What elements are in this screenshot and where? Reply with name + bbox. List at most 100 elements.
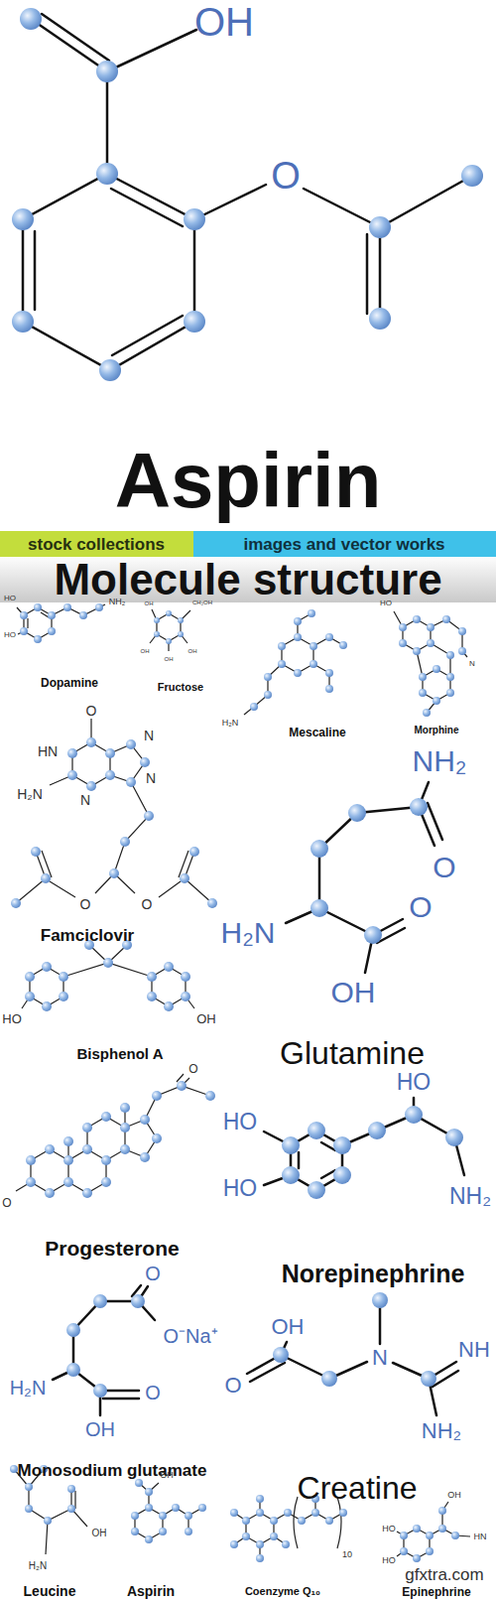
banner	[0, 556, 496, 603]
atom-label: OH	[447, 1489, 462, 1499]
atom-ball	[230, 1507, 239, 1516]
atom-ball	[281, 1165, 300, 1184]
molecule-name: Dopamine	[40, 676, 99, 689]
atom-ball	[109, 868, 120, 878]
atom-ball	[309, 641, 318, 650]
atom-label: HO	[223, 1110, 258, 1133]
atom-ball	[93, 1293, 108, 1308]
small-molecules	[234, 1497, 344, 1558]
atom-ball	[144, 1534, 153, 1543]
atom-ball	[120, 1143, 130, 1154]
atom-ball	[418, 672, 427, 681]
molecule-name: Bisphenol A	[77, 1045, 164, 1061]
atom-ball	[399, 1530, 408, 1539]
atom-label: HO	[3, 594, 16, 603]
atom-ball	[11, 208, 34, 231]
atom-ball	[105, 747, 116, 758]
large-molecules	[280, 1354, 429, 1378]
atom-ball	[255, 1553, 264, 1562]
atom-ball	[19, 626, 28, 635]
large-molecules	[290, 1114, 455, 1190]
atom-ball	[163, 1000, 174, 1011]
small-molecules	[30, 1085, 211, 1193]
small-molecules	[402, 619, 463, 713]
large-molecules	[52, 781, 465, 1415]
atom-ball	[446, 688, 455, 697]
atom-label: OH	[144, 600, 154, 607]
aspirin-large	[11, 7, 484, 381]
atom-label: O	[224, 1373, 242, 1396]
atom-ball	[120, 836, 130, 847]
atom-ball	[101, 1154, 112, 1165]
atom-ball	[41, 961, 52, 972]
atom-ball	[58, 971, 69, 982]
atom-ball	[369, 307, 391, 330]
atom-ball	[86, 737, 97, 747]
atom-ball	[67, 1503, 76, 1512]
small-molecules	[253, 613, 344, 707]
atom-ball	[307, 609, 316, 618]
small-molecules	[153, 610, 184, 644]
atom-ball	[369, 216, 391, 239]
large-molecules	[285, 781, 443, 973]
molecule-name: Famciclovir	[40, 926, 135, 944]
molecule-name: Progesterone	[44, 1237, 179, 1258]
atom-label: OH	[196, 1011, 217, 1025]
atom-label: OH	[164, 655, 174, 662]
small-molecules	[45, 1489, 88, 1554]
atom-ball	[446, 650, 455, 659]
atom-label: HO	[1, 1011, 22, 1025]
atom-ball	[339, 640, 348, 649]
atom-ball	[101, 1176, 112, 1187]
atom-ball	[25, 1154, 36, 1165]
atom-ball	[153, 630, 160, 637]
large-molecules	[66, 1293, 145, 1397]
atom-label: O	[141, 896, 153, 911]
atom-ball	[325, 632, 334, 641]
atom-ball	[176, 1080, 187, 1091]
atom-ball	[307, 1120, 326, 1139]
large-molecules	[52, 1284, 155, 1415]
atom-ball	[9, 1464, 18, 1473]
atom-ball	[446, 672, 455, 681]
atom-ball	[325, 668, 334, 677]
large-molecules	[281, 1105, 464, 1199]
small-molecules	[130, 1478, 207, 1543]
atom-ball	[398, 638, 407, 647]
atom-label: O	[86, 703, 98, 718]
atom-label: O	[432, 852, 456, 882]
atom-ball	[120, 1102, 130, 1113]
atom-ball	[165, 610, 172, 617]
banner	[0, 530, 194, 557]
atom-ball	[10, 897, 21, 908]
aspirin-large	[22, 18, 473, 371]
atom-ball	[442, 615, 451, 623]
atom-ball	[281, 1135, 300, 1154]
atom-label: OH	[331, 977, 376, 1007]
atom-ball	[44, 1187, 55, 1198]
atom-label: HO	[396, 1070, 432, 1094]
atom-ball	[82, 1143, 93, 1154]
atom-ball	[438, 1523, 447, 1532]
atom-ball	[63, 603, 72, 612]
atom-ball	[95, 603, 104, 612]
atom-ball	[96, 162, 119, 185]
atom-ball	[255, 1539, 264, 1548]
atom-ball	[67, 747, 78, 758]
atom-ball	[130, 1510, 139, 1519]
atom-ball	[43, 1515, 52, 1524]
atom-ball	[425, 1546, 434, 1555]
atom-ball	[79, 611, 88, 620]
atom-label: OH	[140, 647, 150, 654]
small-molecules	[41, 718, 189, 897]
atom-ball	[40, 872, 51, 883]
atom-ball	[412, 615, 421, 623]
atom-ball	[420, 1369, 437, 1386]
atom-label: O	[80, 896, 92, 911]
atom-ball	[432, 696, 441, 705]
atom-ball	[412, 1523, 421, 1532]
atom-ball	[207, 897, 218, 908]
large-molecules	[73, 1300, 138, 1390]
atom-ball	[143, 810, 154, 821]
